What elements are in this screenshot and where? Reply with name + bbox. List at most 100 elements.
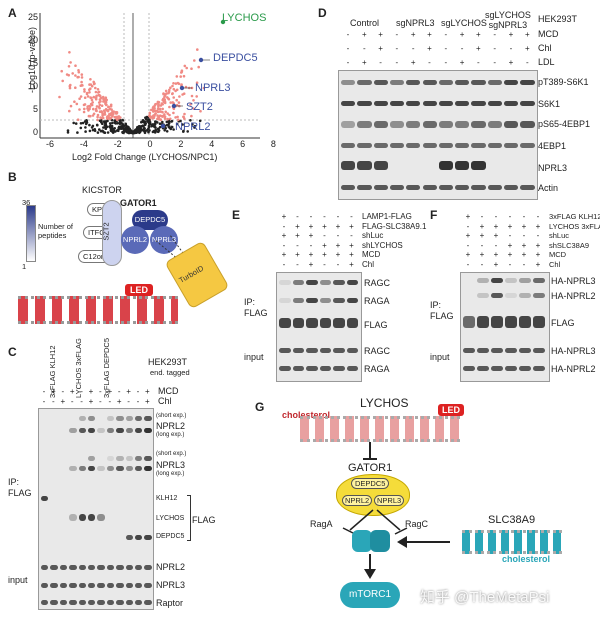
d-band [422, 101, 437, 106]
c-band [106, 416, 115, 421]
volcano-dot [69, 104, 73, 108]
d-sign: + [524, 44, 530, 53]
c-sign: + [51, 387, 56, 396]
c-row-lychos: LYCHOS [156, 515, 185, 522]
f-band [463, 366, 475, 371]
volcano-dot [161, 110, 164, 114]
volcano-dot [60, 69, 63, 73]
e-cond-label: shLYCHOS [362, 240, 403, 250]
d-sign: - [444, 30, 448, 39]
f-band [463, 316, 475, 328]
f-row-1: HA-NPRL3 [551, 276, 596, 286]
c-sign: + [88, 397, 94, 406]
volcano-dot [105, 103, 108, 107]
d-band [455, 143, 470, 148]
d-band [373, 101, 388, 106]
c-sign: - [127, 397, 130, 406]
volcano-dot [164, 126, 167, 130]
volcano-dot [92, 82, 96, 86]
volcano-dot [101, 95, 105, 99]
volcano-dot [172, 82, 175, 85]
volcano-dot [151, 123, 154, 126]
volcano-dot [171, 92, 174, 95]
d-band [341, 121, 356, 128]
c-cell: HEK293T [148, 357, 188, 367]
volcano-dot [88, 123, 91, 127]
f-row-2: HA-NPRL2 [551, 291, 596, 301]
c-sign: + [116, 397, 122, 406]
c-band [125, 565, 133, 570]
c-band [41, 600, 49, 605]
c-row-nprl3: NPRL3 [156, 460, 186, 470]
d-band [341, 161, 356, 170]
f-sign: + [493, 221, 499, 231]
f-sign: - [508, 231, 512, 240]
watermark: 知乎 @TheMetaPsi [420, 589, 550, 606]
d-band [341, 143, 356, 148]
c-ip: IP:FLAG [8, 477, 32, 498]
c-chl: Chl [158, 396, 172, 406]
e-band [333, 366, 345, 371]
volcano-dot [124, 126, 128, 130]
volcano-dot [147, 124, 151, 128]
g-gator1-complex: DEPDC5 NPRL2 NPRL3 [336, 474, 410, 516]
c-row-nprl2-input: NPRL2 [156, 562, 186, 572]
volcano-dot [92, 107, 95, 111]
d-band [487, 185, 502, 190]
c-band [106, 428, 115, 433]
volcano-dot [74, 64, 77, 67]
volcano-dot [148, 122, 151, 126]
e-band [319, 298, 331, 303]
volcano-dot [104, 96, 108, 99]
e-row-4: RAGC [364, 346, 391, 356]
d-sign: + [427, 30, 432, 39]
f-band [491, 366, 503, 371]
f-sign: + [465, 212, 471, 221]
c-sign: - [42, 397, 46, 406]
f-sign: - [466, 240, 470, 250]
f-band [477, 348, 489, 353]
volcano-dot [86, 105, 89, 108]
volcano-dot [143, 126, 146, 130]
volcano-dot [166, 96, 169, 99]
d-band [373, 185, 388, 190]
volcano-dot [202, 86, 206, 90]
c-band [135, 456, 143, 461]
c-band [78, 428, 86, 433]
f-band [477, 278, 489, 283]
d-band [357, 143, 372, 148]
c-band [69, 565, 77, 570]
e-sign: + [322, 221, 327, 231]
e-sign: - [336, 231, 340, 240]
volcano-dot [118, 121, 121, 125]
d-band [422, 121, 437, 128]
d-band [357, 185, 372, 190]
volcano-dot [168, 126, 171, 129]
lychos-membrane-b [18, 296, 178, 324]
volcano-dot [117, 117, 121, 120]
c-band [69, 514, 77, 521]
e-sign: - [350, 212, 353, 221]
e-sign: - [323, 231, 326, 240]
volcano-dot [155, 120, 158, 124]
d-band [471, 101, 486, 106]
volcano-dot [166, 118, 169, 121]
volcano-dot [98, 128, 101, 131]
d-band [438, 121, 454, 128]
d-band [422, 143, 437, 148]
c-band [59, 600, 68, 605]
volcano-dot [88, 114, 91, 118]
e-sign: - [282, 221, 286, 231]
scale-max: 36 [22, 198, 31, 207]
volcano-dot [158, 122, 162, 125]
volcano-dot [79, 126, 83, 130]
e-band [292, 348, 304, 353]
volcano-dot [89, 87, 92, 90]
volcano-dot [86, 95, 90, 98]
volcano-dot [171, 101, 175, 104]
volcano-dot [97, 93, 100, 97]
f-sign: + [507, 240, 513, 250]
volcano-dot [106, 131, 110, 134]
volcano-dot [94, 86, 97, 90]
c-band [88, 466, 96, 471]
